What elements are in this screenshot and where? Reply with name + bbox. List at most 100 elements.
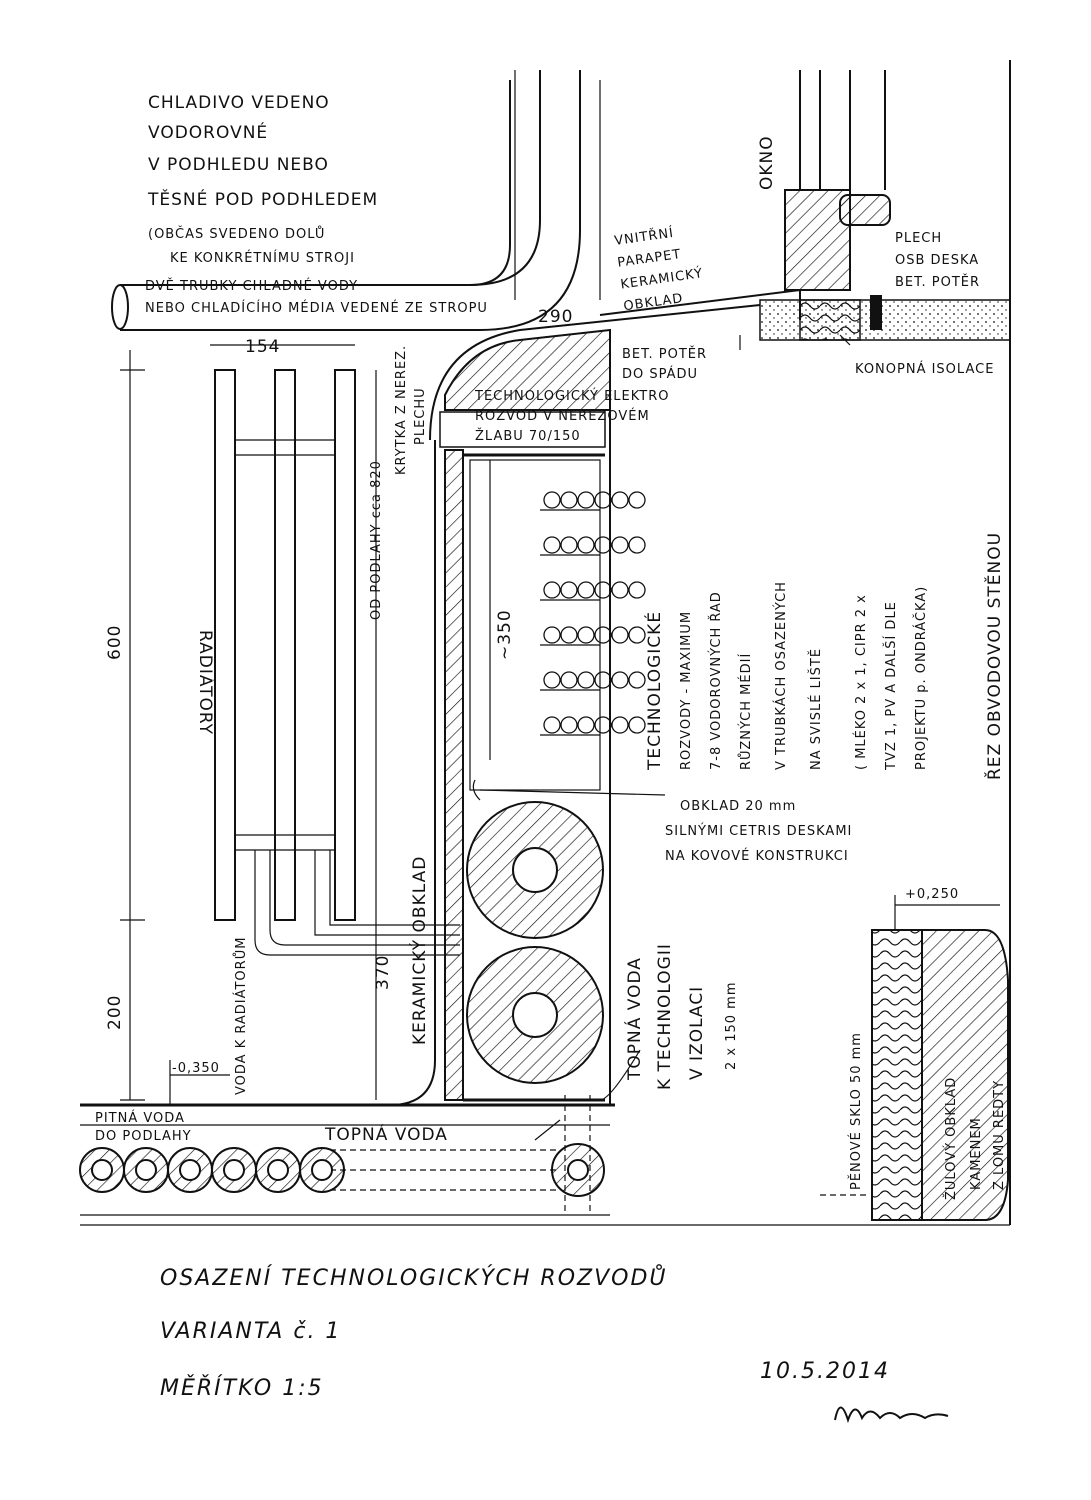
small-pipe: [577, 491, 595, 509]
small-pipe: [594, 716, 612, 734]
sill-note-line-3: KERAMICKÝ: [619, 265, 704, 292]
level-negative: -0,350: [172, 1061, 220, 1076]
author-signature: [834, 1406, 949, 1424]
small-pipe: [577, 716, 595, 734]
electro-note: TECHNOLOGICKÝ ELEKTRO ROZVOD V NEREZOVÉM…: [474, 388, 670, 444]
small-pipe: [594, 581, 612, 599]
heating-note: TOPNÁ VODA K TECHNOLOGII V IZOLACI 2 x 1…: [623, 943, 739, 1090]
floor-height-label: OD PODLAHY cca 820: [369, 460, 384, 620]
level-positive: +0,250: [905, 887, 959, 902]
dim-290: 290: [538, 307, 573, 327]
stone-cladding-label-2: KAMENEM: [969, 1117, 984, 1190]
electro-note-line-3: ŽLABU 70/150: [475, 428, 581, 444]
tech-note: TECHNOLOGICKÉ ROZVODY - MAXIMUM 7-8 VODO…: [643, 581, 929, 771]
heating-note-line-1: TOPNÁ VODA: [623, 957, 645, 1081]
cooling-note-line-4: TĚSNÉ POD PODHLEDEM: [147, 188, 378, 210]
tech-note-line-8: TVZ 1, PV A DALŠÍ DLE: [883, 601, 899, 771]
sloped-screed-label-1: BET. POTĚR: [622, 346, 707, 362]
small-pipes-rack: [540, 491, 646, 736]
small-pipe: [594, 626, 612, 644]
small-pipe: [611, 716, 629, 734]
cladding-note-line-1: OBKLAD 20 mm: [680, 799, 796, 814]
small-pipe: [577, 581, 595, 599]
exterior-wall-cladding: [820, 895, 1009, 1221]
sloped-screed-label-2: DO SPÁDU: [622, 366, 698, 382]
tech-note-line-2: ROZVODY - MAXIMUM: [679, 611, 694, 770]
electro-note-line-1: TECHNOLOGICKÝ ELEKTRO: [474, 388, 670, 404]
heating-note-line-3: V IZOLACI: [687, 986, 707, 1080]
dim-200: 200: [105, 995, 125, 1030]
radiator-water-label: VODA K RADIÁTORŮM: [233, 937, 249, 1095]
radiators-label: RADIÁTORY: [195, 630, 217, 735]
drinking-water-label-1: PITNÁ VODA: [95, 1110, 185, 1126]
small-pipe: [628, 671, 646, 689]
cooling-note-line-1: CHLADIVO VEDENO: [148, 93, 330, 113]
floor-pipes: [79, 1147, 345, 1193]
small-pipe: [594, 491, 612, 509]
floor-pipe-core: [135, 1159, 157, 1181]
cooling-note-line-2: VODOROVNÉ: [148, 121, 268, 143]
drawing-title: OSAZENÍ TECHNOLOGICKÝCH ROZVODŮ: [160, 1264, 668, 1291]
cover-label-2: PLECHU: [413, 387, 428, 445]
small-pipe: [611, 626, 629, 644]
small-pipe: [560, 491, 578, 509]
dimension-lines: [120, 344, 491, 1105]
dim-350: ~350: [495, 609, 515, 660]
small-pipe: [543, 581, 561, 599]
heating-note-line-2: K TECHNOLOGII: [655, 943, 675, 1090]
cooling-note-line-3: V PODHLEDU NEBO: [148, 155, 329, 175]
window-detail: [599, 70, 1011, 341]
small-pipe: [560, 536, 578, 554]
small-pipe: [611, 491, 629, 509]
insulated-heating-pipes: [466, 801, 604, 1084]
floor-pipe-core: [311, 1159, 333, 1181]
small-pipe: [594, 671, 612, 689]
wall-layers: PLECH OSB DESKA BET. POTĚR KONOPNÁ ISOLA…: [622, 231, 994, 382]
hemp-insulation-label: KONOPNÁ ISOLACE: [855, 361, 994, 377]
small-pipe: [560, 626, 578, 644]
small-pipe: [628, 491, 646, 509]
floor-pipe-core: [179, 1159, 201, 1181]
drawing-date: 10.5.2014: [760, 1359, 890, 1384]
floor-pipe-core: [91, 1159, 113, 1181]
layer-screed-label: BET. POTĚR: [895, 274, 980, 290]
floor-pipe-core: [223, 1159, 245, 1181]
small-pipe: [611, 581, 629, 599]
dim-370: 370: [373, 955, 393, 990]
cladding-note-line-3: NA KOVOVÉ KONSTRUKCI: [665, 848, 849, 864]
sill-note-line-1: VNITŘNÍ: [613, 225, 675, 249]
heating-note-line-4: 2 x 150 mm: [724, 981, 739, 1070]
cladding-note: OBKLAD 20 mm SILNÝMI CETRIS DESKAMI NA K…: [665, 799, 852, 864]
small-pipe: [611, 536, 629, 554]
pipes-note-line-1: DVĚ TRUBKY CHLADNÉ VODY: [145, 278, 358, 294]
small-pipe: [577, 671, 595, 689]
sill-note-line-4: OBKLAD: [623, 291, 685, 314]
tech-note-line-5: V TRUBKÁCH OSAZENÝCH: [773, 581, 789, 770]
wall-section-label: ŘEZ OBVODOVOU STĚNOU: [983, 532, 1005, 780]
cladding-note-line-2: SILNÝMI CETRIS DESKAMI: [665, 823, 852, 839]
floor-heating-label: TOPNÁ VODA: [324, 1123, 448, 1145]
title-block: OSAZENÍ TECHNOLOGICKÝCH ROZVODŮ VARIANTA…: [160, 1264, 949, 1424]
small-pipe: [628, 716, 646, 734]
small-pipe: [543, 626, 561, 644]
electro-note-line-2: ROZVOD V NEREZOVÉM: [475, 408, 650, 424]
frame-lines: [80, 60, 1011, 1226]
small-pipe: [628, 536, 646, 554]
tech-note-line-1: TECHNOLOGICKÉ: [643, 611, 665, 771]
small-pipe: [577, 626, 595, 644]
tech-note-line-4: RŮZNÝCH MÉDIÍ: [738, 653, 754, 770]
layer-sheet-label: PLECH: [895, 231, 942, 246]
cooling-note-line-6: KE KONKRÉTNÍMU STROJI: [170, 250, 355, 266]
dim-600: 600: [105, 625, 125, 660]
cover-label-1: KRYTKA Z NEREZ.: [394, 345, 409, 475]
ceiling-pipes: [111, 70, 581, 331]
leader-arrows: [472, 334, 851, 1141]
sill-note: VNITŘNÍ PARAPET KERAMICKÝ OBKLAD: [613, 225, 704, 315]
small-pipe: [628, 581, 646, 599]
cooling-note: CHLADIVO VEDENO VODOROVNÉ V PODHLEDU NEB…: [145, 93, 487, 316]
scale-label: MĚŘÍTKO 1:5: [160, 1375, 324, 1401]
tech-note-line-7: ( MLÉKO 2 x 1, CIPR 2 x: [853, 594, 869, 770]
layer-osb-label: OSB DESKA: [895, 253, 979, 268]
small-pipe: [543, 536, 561, 554]
